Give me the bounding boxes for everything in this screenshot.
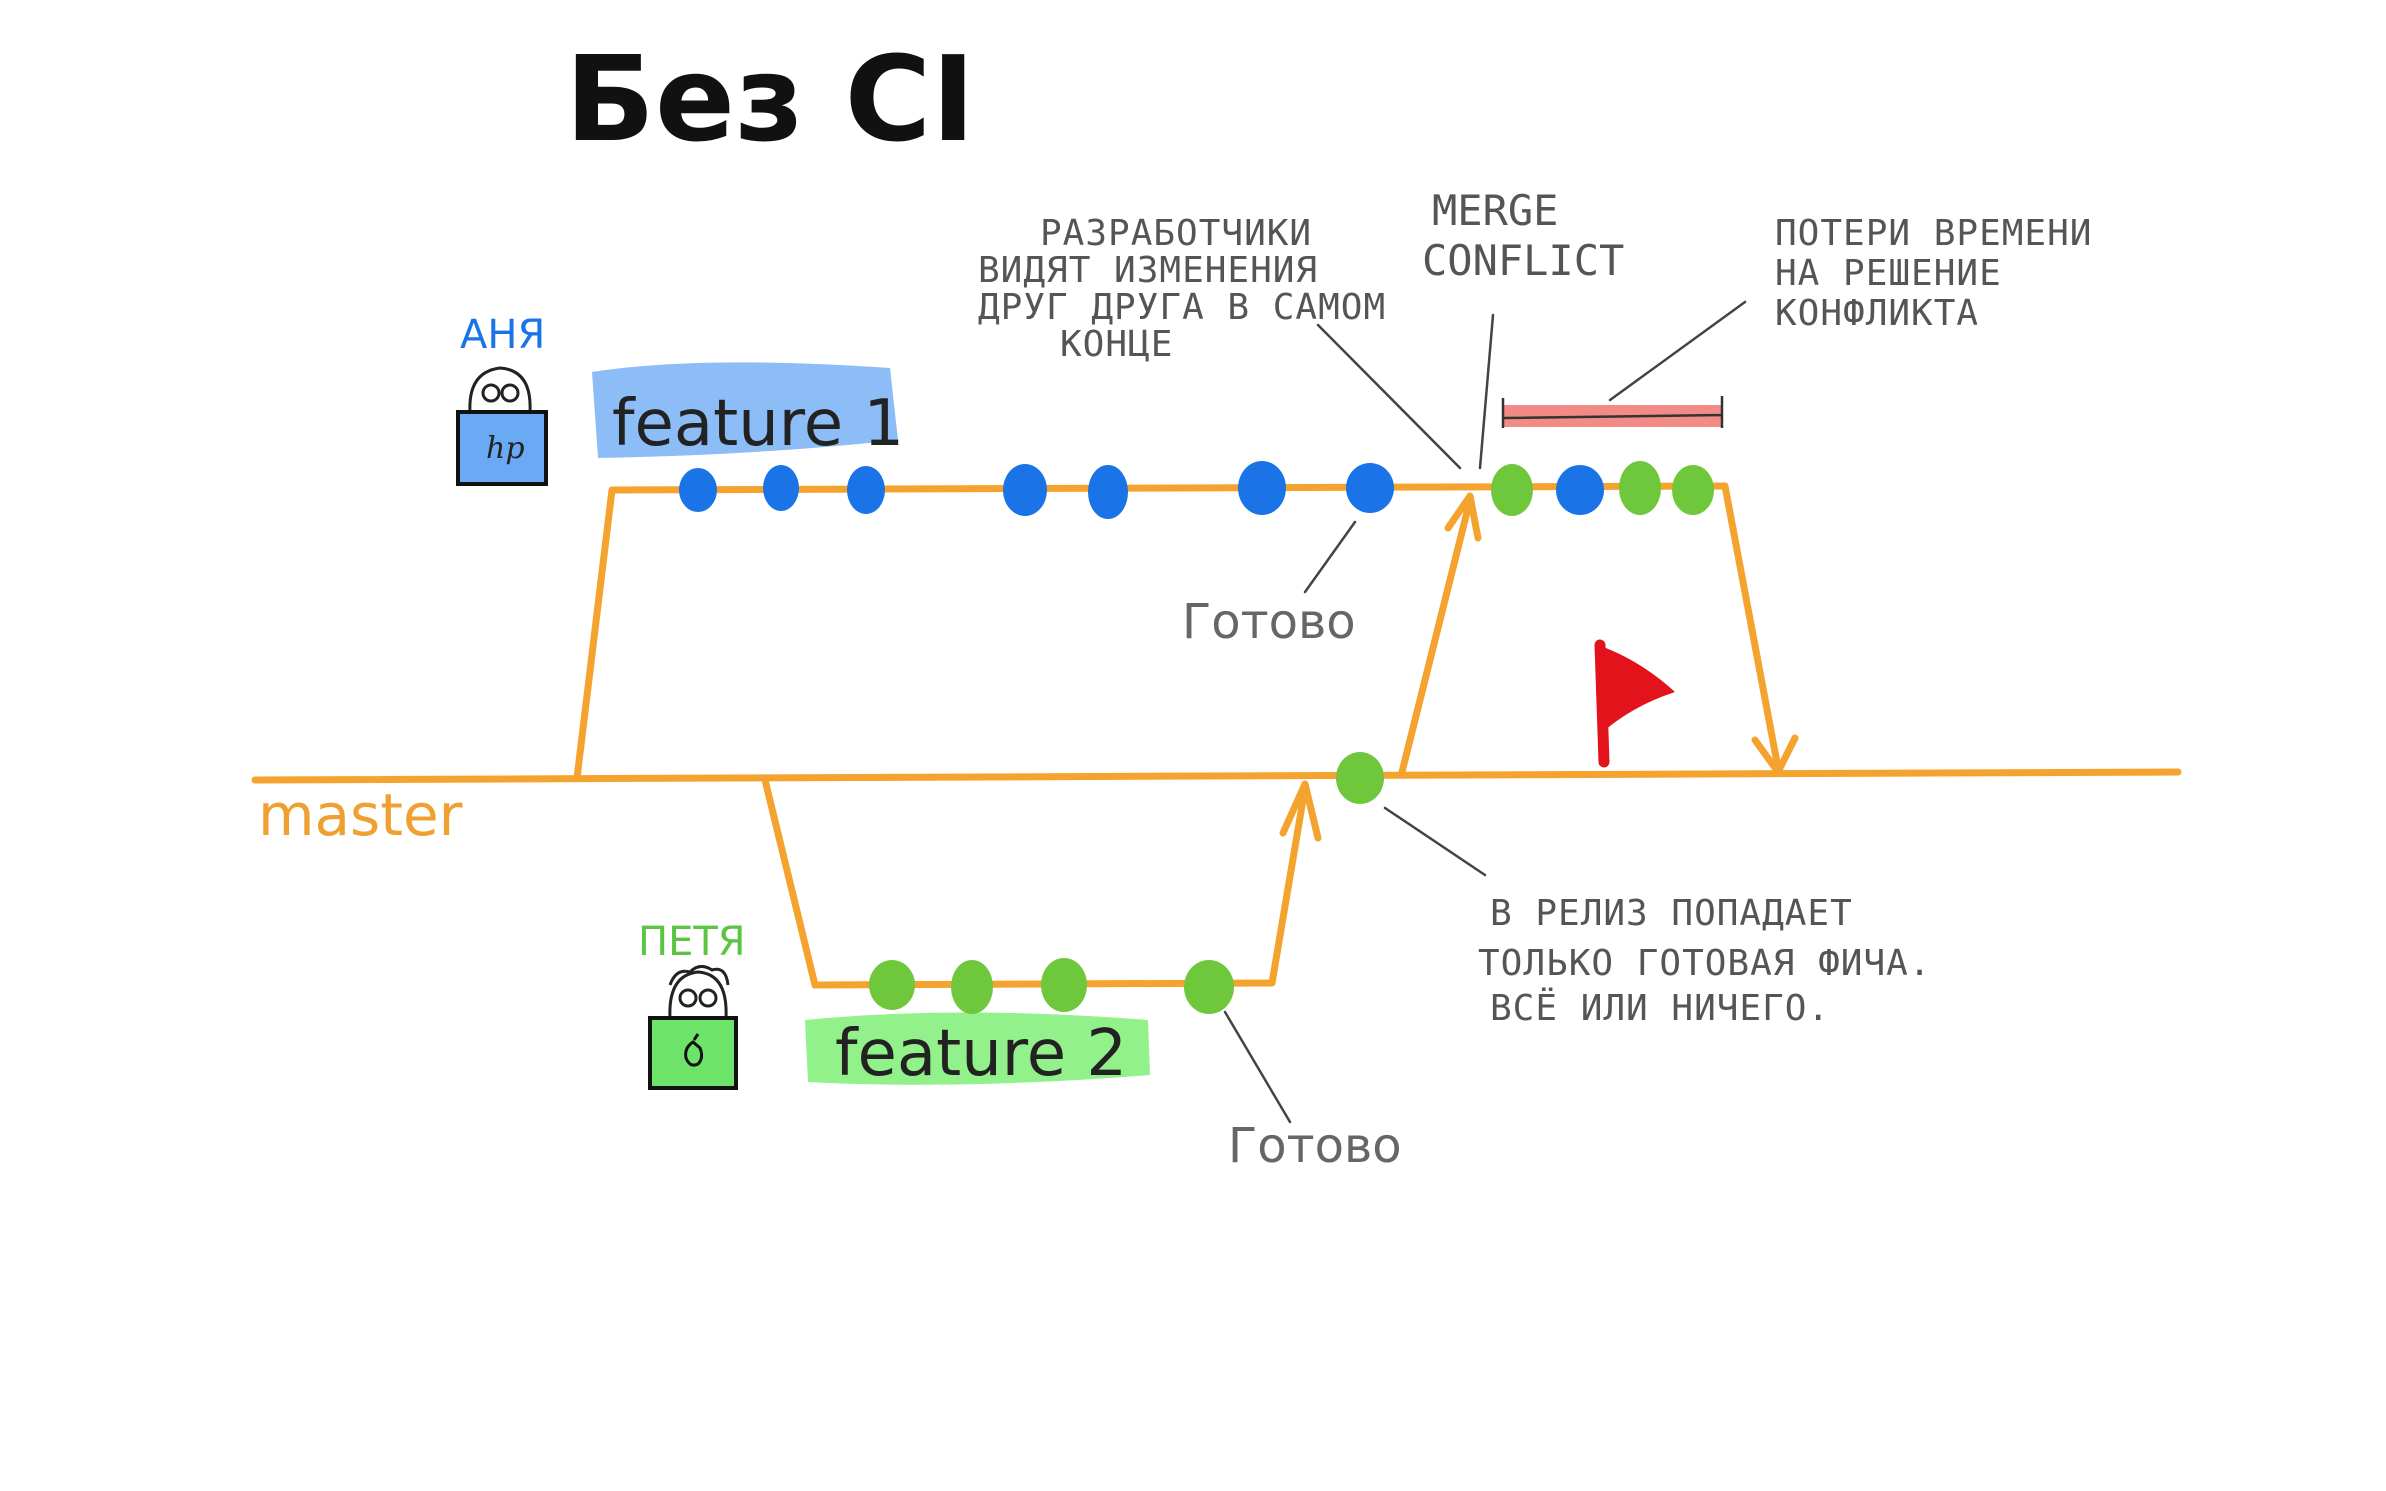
ready-label-feature2: Готово [1228,1118,1402,1174]
commit-dot [1238,461,1286,515]
commit-dot [1619,461,1661,515]
commit-dot [1491,464,1533,516]
merge-conflict-pointer [1478,313,1495,470]
feature2-label: feature 2 [835,1017,1127,1091]
release-note: В РЕЛИЗ ПОПАДАЕТ ТОЛЬКО ГОТОВАЯ ФИЧА. ВС… [1478,893,1954,1029]
master-branch-line [251,768,2182,784]
ready-pointer-feature1 [1303,520,1357,594]
feature2-branch-line [761,776,1309,989]
commit-dot [679,468,717,512]
owner-anya-label: АНЯ [460,312,545,358]
commit-dot [763,465,799,511]
time-loss-bracket [1501,396,1724,428]
diagram-title: Без CI [565,30,975,168]
master-to-feature1-arrow-head-icon [1444,492,1482,542]
commit-dot [1003,464,1047,516]
feature1-branch-line [573,482,1782,782]
master-label: master [258,781,463,849]
feature2-merge-arrow-head-icon [1279,780,1322,842]
commit-dot [1346,463,1394,513]
commit-dot [1556,465,1604,515]
feature2-commits [869,958,1234,1014]
commit-dot [1041,958,1087,1012]
ready-label-feature1: Готово [1182,594,1356,650]
merged-commits [1491,461,1714,516]
time-loss-note: ПОТЕРИ ВРЕМЕНИ НА РЕШЕНИЕ КОНФЛИКТА [1775,213,2115,334]
feature1-label-highlight [592,362,898,458]
late-visibility-note: РАЗРАБОТЧИКИ ВИДЯТ ИЗМЕНЕНИЯ ДРУГ ДРУГА … [978,213,1409,365]
master-release-commit-dot [1336,752,1384,804]
late-visibility-pointer [1316,323,1462,470]
feature1-merge-arrow-head-icon [1751,734,1799,776]
commit-dot [869,960,915,1010]
laptop-icon [648,1016,738,1090]
owner-petya-label: ПЕТЯ [638,919,746,965]
release-pointer [1383,806,1487,877]
release-flag-icon [1594,639,1675,768]
laptop-logo-text: hp [486,431,525,466]
feature1-label: feature 1 [612,387,904,461]
ready-pointer-feature2 [1223,1010,1292,1124]
commit-dot [847,466,885,514]
person-icon [468,366,532,413]
merge-conflict-note: MERGE CONFLICT [1422,186,1624,285]
time-loss-pointer [1608,300,1747,402]
commit-dot [1088,465,1128,519]
commit-dot [1184,960,1234,1014]
person-icon [668,965,730,1019]
commit-dot [951,960,993,1014]
laptop-icon: hp [456,410,548,486]
commit-dot [1672,465,1714,515]
feature2-label-highlight [805,1012,1150,1085]
feature1-commits [679,461,1604,519]
master-to-feature1-merge-line [1398,496,1474,776]
